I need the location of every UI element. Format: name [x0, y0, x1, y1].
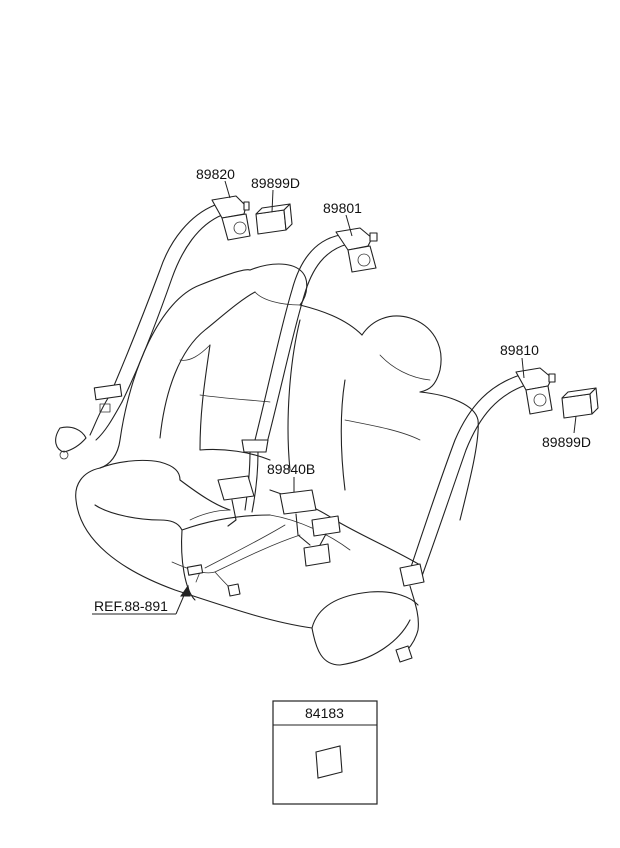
label-sticker-icon — [315, 745, 343, 779]
callout-89899d-right: 89899D — [542, 434, 591, 450]
callout-89840b: 89840B — [267, 461, 315, 477]
seat-cushion — [75, 459, 421, 666]
callout-89810: 89810 — [500, 342, 539, 358]
sensor-block-right — [561, 387, 599, 419]
callout-ref: REF.88-891 — [94, 598, 168, 614]
buckle-assembly-89840b — [171, 475, 341, 597]
callout-89820: 89820 — [196, 166, 235, 182]
sensor-block-top — [255, 203, 293, 235]
callout-89899d-top: 89899D — [251, 175, 300, 191]
leader-lines — [92, 180, 577, 615]
legend-box-84183: 84183 — [272, 700, 378, 805]
belt-89801 — [241, 227, 378, 513]
belt-89810 — [395, 367, 556, 663]
seat-back — [99, 263, 479, 521]
callout-89801: 89801 — [323, 200, 362, 216]
belt-89820 — [55, 195, 251, 460]
legend-box-title: 84183 — [305, 705, 344, 721]
